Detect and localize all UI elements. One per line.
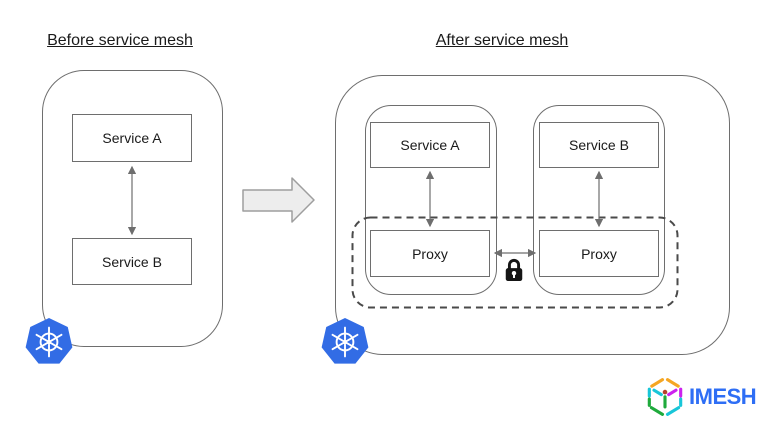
imesh-cube-icon — [647, 378, 683, 416]
transition-arrow-icon — [242, 177, 315, 223]
proxy-b-box: Proxy — [539, 230, 659, 277]
imesh-logo: IMESH — [644, 374, 757, 420]
after-title: After service mesh — [435, 32, 569, 49]
before-cluster-panel — [42, 70, 223, 347]
kubernetes-icon — [25, 317, 73, 367]
lock-icon — [503, 256, 525, 284]
proxy-a-box: Proxy — [370, 230, 490, 277]
after-service-a-box: Service A — [370, 122, 490, 168]
before-service-a-box: Service A — [72, 114, 192, 162]
after-service-b-box: Service B — [539, 122, 659, 168]
imesh-wordmark: IMESH — [689, 384, 757, 409]
before-title: Before service mesh — [47, 32, 193, 49]
after-cluster-panel — [335, 75, 730, 355]
before-service-b-box: Service B — [72, 238, 192, 285]
kubernetes-icon — [321, 317, 369, 367]
